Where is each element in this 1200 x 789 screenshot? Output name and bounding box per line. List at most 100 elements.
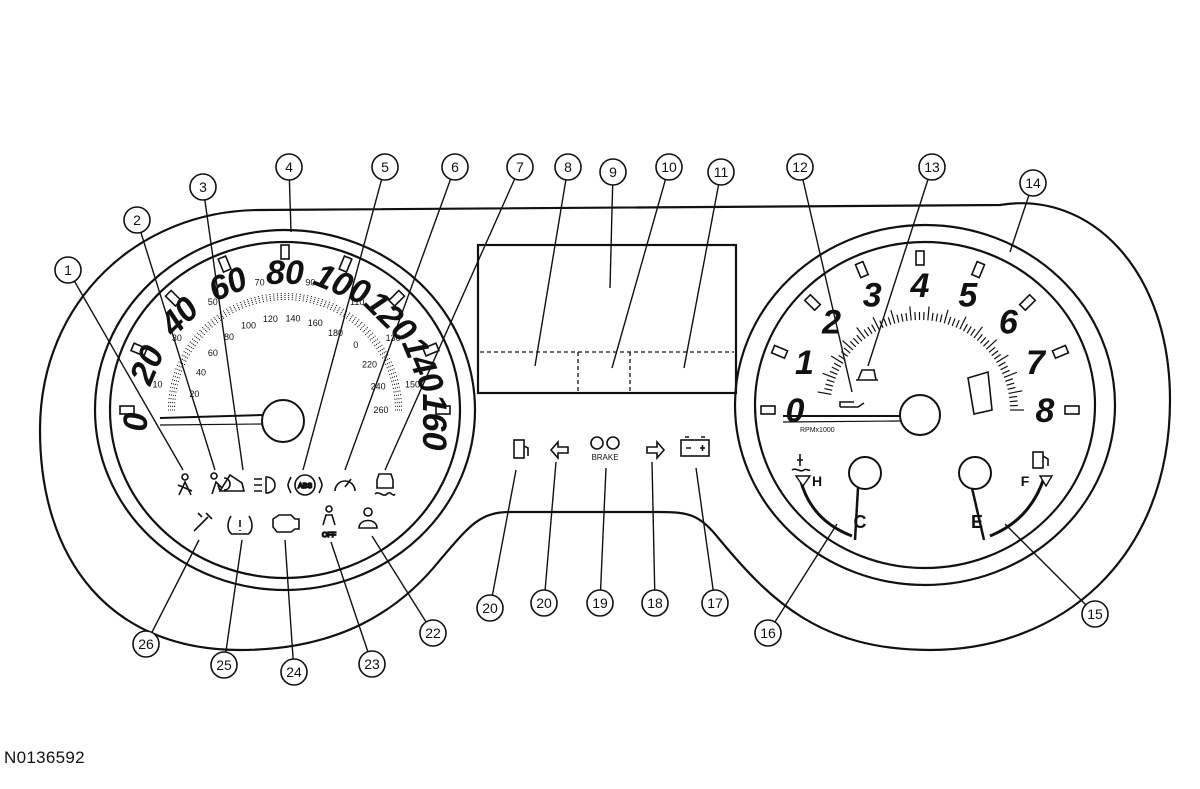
tach-major-tick [805, 295, 821, 311]
headlamp-icon [254, 477, 275, 493]
speedo-dotted-tick [251, 297, 253, 305]
speedo-dotted-tick [233, 304, 237, 311]
temp-hot-mark [796, 476, 810, 486]
speedo-dotted-tick [213, 316, 218, 322]
tach-major-tick [1020, 295, 1036, 311]
speedo-dotted-tick [172, 376, 180, 378]
speedo-minor-label: 90 [305, 277, 315, 287]
speedo-dotted-tick [391, 379, 399, 381]
leader-line [612, 167, 669, 368]
tach-minor-tick [868, 327, 872, 334]
speedo-dotted-tick [226, 308, 230, 315]
speedo-dotted-tick [349, 314, 354, 321]
speedo-mph-label: 80 [266, 254, 304, 292]
speedo-dotted-tick [191, 338, 197, 343]
cluster-housing-outline [40, 203, 1170, 650]
tach-minor-tick [956, 320, 959, 327]
speedo-dotted-tick [380, 351, 387, 355]
speedo-dotted-tick [306, 294, 308, 302]
speedo-kmh-label: 40 [196, 367, 206, 377]
seatbelt-icon [178, 474, 192, 495]
speedo-dotted-tick [390, 376, 398, 378]
callout-number: 12 [792, 159, 808, 175]
temp-cold-label: C [854, 512, 867, 532]
speedo-dotted-tick [340, 308, 344, 315]
traction-control-icon [375, 474, 395, 495]
speedo-dotted-tick [236, 303, 239, 310]
callout-number: 14 [1025, 175, 1041, 191]
callout-number: 23 [364, 656, 380, 672]
speedo-kmh-label: 260 [373, 405, 388, 415]
parking-brake-icon [591, 437, 619, 449]
speedo-dotted-tick [189, 341, 196, 346]
speedo-dotted-tick [247, 298, 250, 306]
tach-minor-tick [977, 334, 982, 340]
tach-minor-tick [967, 326, 971, 333]
speedo-dotted-tick [324, 300, 327, 307]
callout-number: 5 [381, 159, 389, 175]
speedo-mph-label: 20 [122, 340, 172, 390]
leader-line [600, 468, 606, 603]
leader-line [137, 220, 215, 470]
temp-hot-label: H [812, 473, 822, 489]
speedo-hub [262, 400, 304, 442]
speedo-dotted-tick [327, 301, 330, 308]
callout-number: 4 [285, 159, 293, 175]
speedo-dotted-tick [207, 321, 212, 327]
tach-label: 4 [910, 267, 930, 305]
fuel-full-label: F [1021, 473, 1030, 489]
tach-minor-tick [983, 341, 989, 347]
speedo-dotted-tick [394, 391, 402, 392]
tach-minor-tick [1007, 383, 1015, 385]
leader-line [331, 542, 372, 664]
tach-minor-tick [825, 384, 833, 386]
tach-minor-tick [948, 317, 951, 325]
temp-gauge-hub [849, 457, 881, 489]
tach-minor-tick [1010, 401, 1018, 402]
leader-line [684, 172, 721, 368]
tach-minor-tick [989, 347, 995, 352]
speedo-dotted-tick [317, 297, 319, 305]
speedo-dotted-tick [392, 383, 400, 385]
tach-minor-tick [940, 314, 942, 322]
brake-label: BRAKE [591, 453, 618, 462]
oil-pressure-icon [840, 402, 864, 407]
tach-minor-tick [844, 348, 850, 353]
tach-label: 5 [958, 277, 978, 315]
speedo-dotted-tick [299, 293, 300, 301]
speedo-dotted-tick [171, 379, 179, 381]
speedo-dotted-tick [254, 296, 256, 304]
tach-label: 8 [1036, 392, 1055, 430]
speedo-kmh-label: 160 [308, 318, 323, 328]
left-turn-arrow-icon [551, 442, 568, 458]
speedo-dotted-tick [372, 338, 378, 343]
tach-minor-tick [832, 367, 839, 370]
callout-number: 1 [64, 262, 72, 278]
speedo-dotted-tick [368, 332, 374, 337]
speedo-dotted-tick [169, 387, 177, 389]
message-center-display [478, 245, 736, 393]
callout-number: 22 [425, 625, 441, 641]
speedo-kmh-label: 80 [224, 332, 234, 342]
tach-minor-tick [824, 389, 832, 391]
tach-minor-tick [1001, 366, 1008, 370]
tach-major-tick [1065, 406, 1079, 414]
speedo-dotted-tick [270, 293, 271, 301]
fuel-door-icon [514, 440, 528, 458]
tach-minor-tick [910, 307, 911, 321]
speedo-dotted-tick [262, 294, 264, 302]
tach-minor-tick [888, 317, 891, 325]
tach-minor-tick [1008, 391, 1022, 394]
speedo-dotted-tick [365, 329, 371, 334]
speedo-dotted-tick [296, 293, 297, 301]
speedo-dotted-tick [394, 395, 402, 396]
speedo-dotted-tick [358, 321, 363, 327]
tach-minor-tick [884, 319, 887, 326]
speedo-dotted-tick [378, 348, 385, 352]
tach-minor-tick [834, 363, 841, 367]
speedo-dotted-tick [181, 354, 188, 358]
speedo-dotted-tick [216, 314, 221, 321]
speedo-dotted-tick [310, 295, 312, 303]
right-turn-arrow-icon [647, 442, 664, 458]
